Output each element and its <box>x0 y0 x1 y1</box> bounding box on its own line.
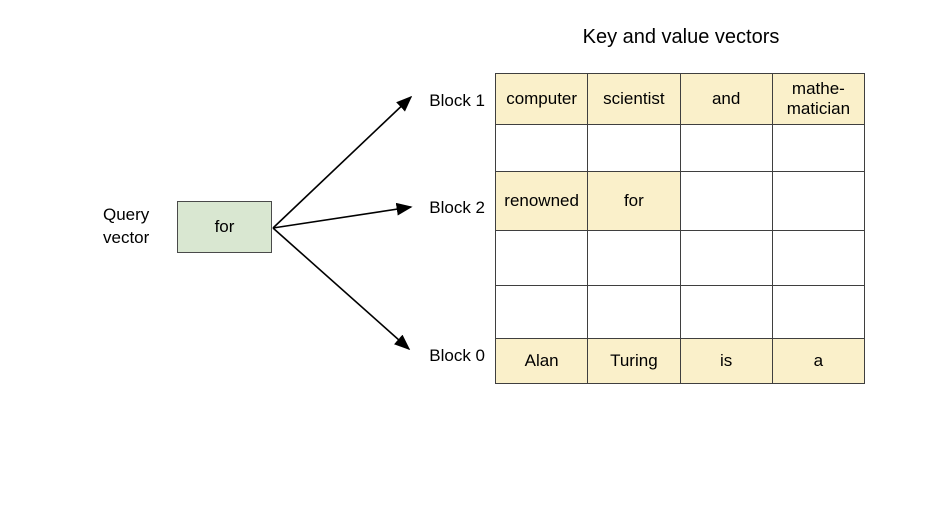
table-cell[interactable]: mathe-matician <box>771 73 866 125</box>
table-cell[interactable] <box>587 230 681 286</box>
table-cell[interactable]: is <box>679 338 773 384</box>
query-vector-label-line2: vector <box>103 228 150 247</box>
table-cell[interactable] <box>494 124 589 172</box>
table-cell[interactable]: Alan <box>494 338 589 384</box>
block-label-1: Block 1 <box>429 91 485 110</box>
query-vector-token: for <box>214 217 235 236</box>
table-cell[interactable]: a <box>771 338 866 384</box>
table-cell-text: Turing <box>610 351 658 370</box>
table-cell[interactable]: Turing <box>587 338 681 384</box>
table-cell[interactable] <box>771 230 866 286</box>
table-cell[interactable] <box>771 124 866 172</box>
table-row <box>494 230 866 286</box>
table-cell-text: Alan <box>524 351 559 370</box>
table-cell-text: computer <box>506 89 578 108</box>
block-label-2: Block 2 <box>429 198 485 217</box>
query-vector-label-line1: Query <box>103 205 150 224</box>
page-title: Key and value vectors <box>582 26 780 48</box>
table-cell[interactable] <box>587 124 681 172</box>
table-cell[interactable] <box>679 124 773 172</box>
table-cell[interactable]: and <box>679 73 773 125</box>
table-cell[interactable] <box>494 230 589 286</box>
arrow-to-block-2 <box>272 202 413 229</box>
table-cell-text: is <box>719 351 733 370</box>
key-value-table: computer scientist and mathe-matician renown… <box>494 73 866 384</box>
table-row: Alan Turing is a <box>494 338 866 384</box>
table-cell-text: scientist <box>603 89 665 108</box>
table-cell[interactable] <box>494 285 589 339</box>
table-cell-text: and <box>711 89 741 108</box>
table-row <box>494 285 866 339</box>
table-cell[interactable]: for <box>587 171 681 231</box>
table-cell[interactable] <box>587 285 681 339</box>
table-cell[interactable] <box>679 230 773 286</box>
arrow-to-block-0 <box>272 227 411 351</box>
query-vector-label: Query vector <box>103 203 177 249</box>
table-cell-text: a <box>813 351 824 370</box>
table-cell[interactable] <box>771 171 866 231</box>
block-label-0: Block 0 <box>429 346 485 365</box>
arrow-group <box>272 95 413 351</box>
table-cell[interactable]: computer <box>494 73 589 125</box>
arrow-to-block-1 <box>272 95 413 229</box>
table-cell[interactable] <box>679 285 773 339</box>
table-cell-text: renowned <box>504 191 579 210</box>
query-vector-box[interactable]: for <box>177 201 272 253</box>
key-value-table-body: computer scientist and mathe-matician renown… <box>494 73 866 384</box>
table-row: renowned for <box>494 171 866 231</box>
table-cell-text: for <box>623 191 644 210</box>
table-cell[interactable] <box>771 285 866 339</box>
table-cell[interactable]: scientist <box>587 73 681 125</box>
table-cell[interactable]: renowned <box>494 171 589 231</box>
table-row <box>494 124 866 172</box>
table-cell[interactable] <box>679 171 773 231</box>
table-cell-text: mathe-matician <box>786 79 851 118</box>
table-row: computer scientist and mathe-matician <box>494 73 866 125</box>
